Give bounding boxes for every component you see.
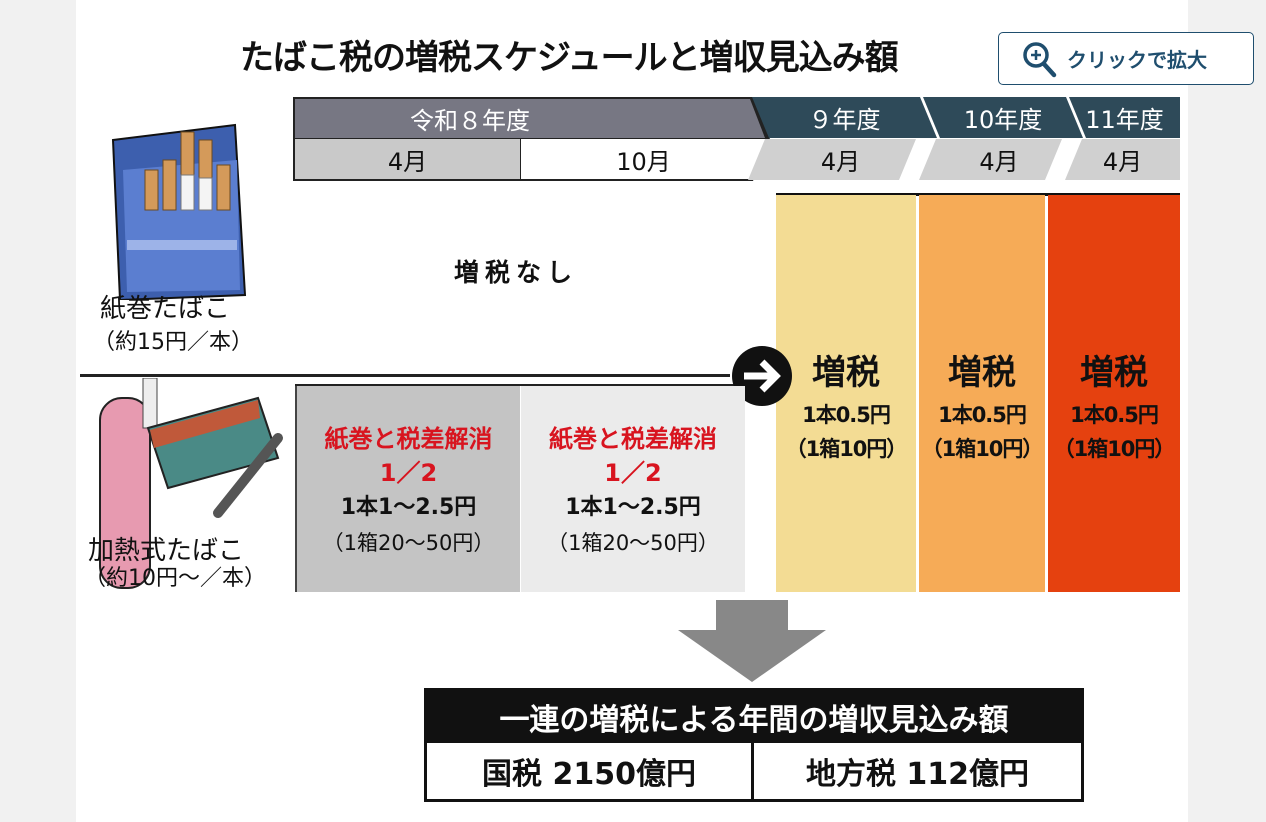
year-r8: 令和８年度 bbox=[295, 99, 765, 138]
paper-cigarette-label: 紙巻たばこ bbox=[100, 294, 231, 324]
year-r10: 10年度 bbox=[923, 97, 1083, 138]
no-increase-label: 増税なし bbox=[454, 258, 579, 287]
month-r9-apr: 4月 bbox=[748, 139, 916, 180]
national-tax-value: 国税 2150億円 bbox=[427, 743, 754, 799]
summary-box: 一連の増税による年間の増収見込み額 国税 2150億円 地方税 112億円 bbox=[424, 688, 1084, 802]
down-arrow-icon bbox=[678, 600, 826, 682]
heated-tobacco-icon bbox=[99, 378, 283, 589]
month-r11-apr: 4月 bbox=[1065, 139, 1180, 180]
month-r8-apr: 4月 bbox=[295, 139, 520, 179]
summary-title: 一連の増税による年間の増収見込み額 bbox=[427, 691, 1081, 743]
heated-tobacco-price: （約10円～／本） bbox=[84, 566, 266, 591]
year-r11: 11年度 bbox=[1069, 97, 1180, 138]
paper-cigarette-price: （約15円／本） bbox=[93, 330, 253, 355]
month-r10-apr: 4月 bbox=[919, 139, 1062, 180]
infographic-title: たばこ税の増税スケジュールと増収見込み額 bbox=[240, 38, 899, 78]
arrow-right-icon bbox=[732, 346, 792, 406]
heated-tobacco-label: 加熱式たばこ bbox=[88, 536, 245, 566]
row-divider bbox=[80, 374, 730, 377]
cigarette-pack-icon bbox=[111, 123, 247, 300]
local-tax-value: 地方税 112億円 bbox=[805, 757, 1030, 792]
zoom-button[interactable]: クリックで拡大 bbox=[998, 32, 1254, 85]
month-r8-oct: 10月 bbox=[521, 139, 766, 179]
zoom-in-icon bbox=[1023, 41, 1057, 77]
zoom-button-label: クリックで拡大 bbox=[1067, 48, 1207, 72]
year-r9: ９年度 bbox=[752, 97, 937, 138]
